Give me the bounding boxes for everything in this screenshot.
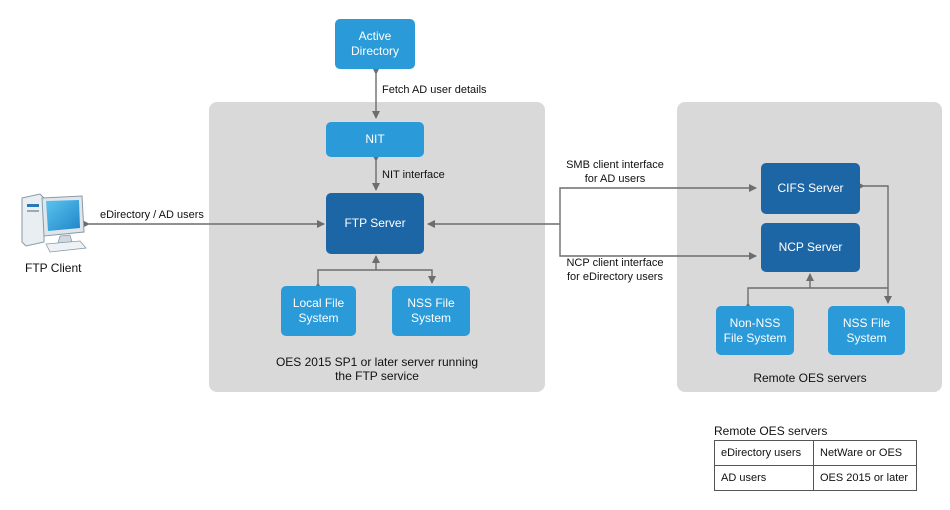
table-row: AD users OES 2015 or later <box>714 465 917 491</box>
cifs-nss-link <box>857 182 892 304</box>
legend-cell: NetWare or OES <box>813 440 917 466</box>
fetch-ad-label: Fetch AD user details <box>382 84 487 96</box>
ncp-label: NCP client interface for eDirectory user… <box>566 257 664 283</box>
remote-nss-file-system-node: NSS File System <box>828 306 905 355</box>
ncp-server-node: NCP Server <box>761 223 860 272</box>
legend-table: eDirectory users NetWare or OES AD users… <box>714 440 917 491</box>
oes-server-caption: OES 2015 SP1 or later server running the… <box>275 355 479 383</box>
smb-label: SMB client interface for AD users <box>566 159 664 185</box>
active-directory-node: Active Directory <box>335 19 415 69</box>
ftp-server-node: FTP Server <box>326 193 424 254</box>
remote-fs-branch <box>744 287 888 310</box>
legend-title: Remote OES servers <box>714 424 828 438</box>
smb-link <box>559 184 757 224</box>
legend-cell: OES 2015 or later <box>813 465 917 491</box>
remote-oes-caption: Remote OES servers <box>753 371 867 385</box>
table-row: eDirectory users NetWare or OES <box>714 440 917 466</box>
nit-interface-label: NIT interface <box>382 169 445 181</box>
nss-file-system-node: NSS File System <box>392 286 470 336</box>
ncp-link <box>559 224 757 260</box>
computer-icon <box>21 193 87 253</box>
local-file-system-node: Local File System <box>281 286 356 336</box>
cifs-server-node: CIFS Server <box>761 163 860 214</box>
non-nss-file-system-node: Non-NSS File System <box>716 306 794 355</box>
ftp-client-label: FTP Client <box>25 261 82 275</box>
legend-cell: AD users <box>714 465 814 491</box>
nit-node: NIT <box>326 122 424 157</box>
client-link-label: eDirectory / AD users <box>100 209 204 221</box>
fs-branch <box>314 269 436 290</box>
legend-cell: eDirectory users <box>714 440 814 466</box>
